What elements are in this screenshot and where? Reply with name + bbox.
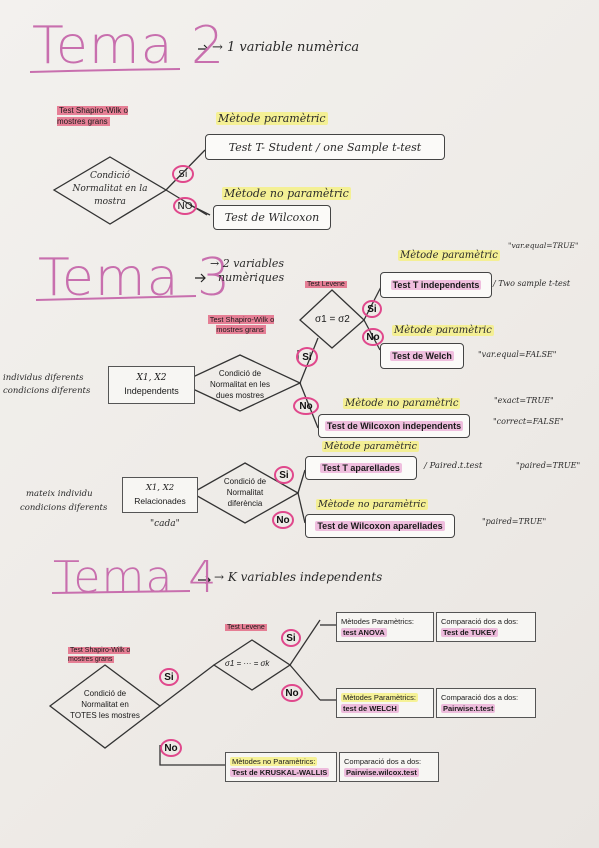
tema4-si2-badge: Si (281, 629, 301, 647)
tema2-diamond (52, 156, 168, 225)
tema4-shapiro-note: Test Shapiro-Wilk o mostres grans (68, 647, 131, 663)
tema3-correct-false: "correct=FALSE" (493, 417, 564, 426)
tema4-welch-box: Mètodes Paramètrics: test de WELCH (336, 688, 434, 718)
tema3-no1-badge: No (362, 328, 384, 346)
tema4-kw-cmp-box: Comparació dos a dos: Pairwise.wilcox.te… (339, 752, 439, 782)
tema3-left-note2: mateix individu condicions diferents (20, 489, 108, 513)
tema4-cond-text: Condició de Normalitat en TOTES les most… (70, 689, 140, 720)
tema3-paired-true1: "paired=TRUE" (516, 461, 581, 470)
tema3-no3-badge: No (272, 511, 294, 529)
tema2-title: Tema 2 (32, 16, 226, 76)
tema3-wilcox-apar-box: Test de Wilcoxon aparellades (305, 514, 455, 538)
tema2-no-badge: NO (173, 197, 197, 215)
tema3-ttest-apar-box: Test T aparellades (305, 456, 417, 480)
tema3-nonparam1-label: Mètode no paramètric (343, 398, 461, 409)
tema4-sigma-diamond (212, 639, 292, 691)
tema3-exact-true: "exact=TRUE" (494, 396, 554, 405)
tema2-subtitle: → 1 variable numèrica (212, 40, 360, 55)
tema3-welch-box: Test de Welch (380, 343, 464, 369)
tema2-shapiro-note: Test Shapiro-Wilk o mostres grans (57, 105, 139, 127)
tema3-param3-label: Mètode paramètric (322, 441, 419, 452)
tema2-nonparam-test-box: Test de Wilcoxon (213, 205, 331, 230)
tema3-wilcox-indep-box: Test de Wilcoxon independents (318, 414, 470, 438)
tema3-cond1-text: Condició de Normalitat en les dues mostr… (209, 369, 271, 400)
tema3-sigma: σ1 = σ2 (315, 314, 350, 325)
tema4-no1-badge: No (281, 684, 303, 702)
tema3-cond1-diamond (178, 354, 302, 412)
tema3-title: Tema 3 (38, 248, 232, 308)
tema4-title: Tema 4 (53, 552, 218, 603)
tema4-no2-badge: No (160, 739, 182, 757)
tema2-param-test-box: Test T- Student / one Sample t-test (205, 134, 445, 160)
tema3-independents-box: X1, X2 Independents (108, 366, 195, 404)
tema4-cond-diamond (48, 664, 162, 749)
tema3-si2-badge: Si (296, 347, 318, 367)
tema3-var-equal-true: "var.equal=TRUE" (508, 241, 579, 250)
tema2-param-label: Mètode paramètric (216, 112, 328, 125)
tema3-nonparam2-label: Mètode no paramètric (316, 499, 428, 510)
tema3-var-equal-false: "var.equal=FALSE" (478, 350, 557, 359)
tema3-shapiro-note: Test Shapiro-Wilk o mostres grans (207, 315, 275, 334)
tema4-anova-box: Mètodes Paramètrics: test ANOVA (336, 612, 434, 642)
tema2-si-badge: Si (172, 165, 194, 183)
tema2-shapiro-text: Test Shapiro-Wilk o mostres grans (57, 106, 128, 126)
tema3-cond2-text: Condició de Normalitat diferència (223, 477, 267, 508)
tema3-two-sample: / Two sample t-test (493, 279, 571, 288)
tema4-levene: Test Levene (225, 624, 267, 631)
tema3-paired-true2: "paired=TRUE" (482, 517, 547, 526)
tema3-sigma-diamond (299, 289, 365, 349)
tema3-cada: "cada" (150, 519, 180, 529)
tema4-welch-cmp-box: Comparació dos a dos: Pairwise.t.test (436, 688, 536, 718)
tema3-paired-t: / Paired.t.test (424, 461, 483, 471)
tema4-kw-box: Mètodes no Paramètrics: Test de KRUSKAL-… (225, 752, 337, 782)
tema4-si1-badge: Si (159, 668, 179, 686)
tema3-si3-badge: Si (274, 466, 294, 484)
tema2-nonparam-label: Mètode no paramètric (222, 187, 351, 200)
tema3-param1-label: Mètode paramètric (398, 250, 500, 261)
tema3-ttest-indep-box: Test T independents (380, 272, 492, 298)
tema4-sigma: σ1 = ··· = σk (225, 659, 270, 668)
tema3-subtitle: → 2 variables numèriques (210, 257, 285, 284)
tema2-condition-text: Condició Normalitat en la mostra (72, 171, 148, 207)
tema3-no2-badge: No (293, 397, 319, 415)
tema3-relacionades-box: X1, X2 Relacionades (122, 477, 198, 513)
tema3-levene: Test Levene (305, 281, 347, 288)
tema3-left-note1: individus diferents condicions diferents (3, 373, 91, 396)
tema3-param2-label: Mètode paramètric (392, 325, 494, 336)
tema4-subtitle: → K variables independents (214, 570, 383, 584)
tema3-si1-badge: Si (362, 300, 382, 318)
tema4-anova-cmp-box: Comparació dos a dos: Test de TUKEY (436, 612, 536, 642)
